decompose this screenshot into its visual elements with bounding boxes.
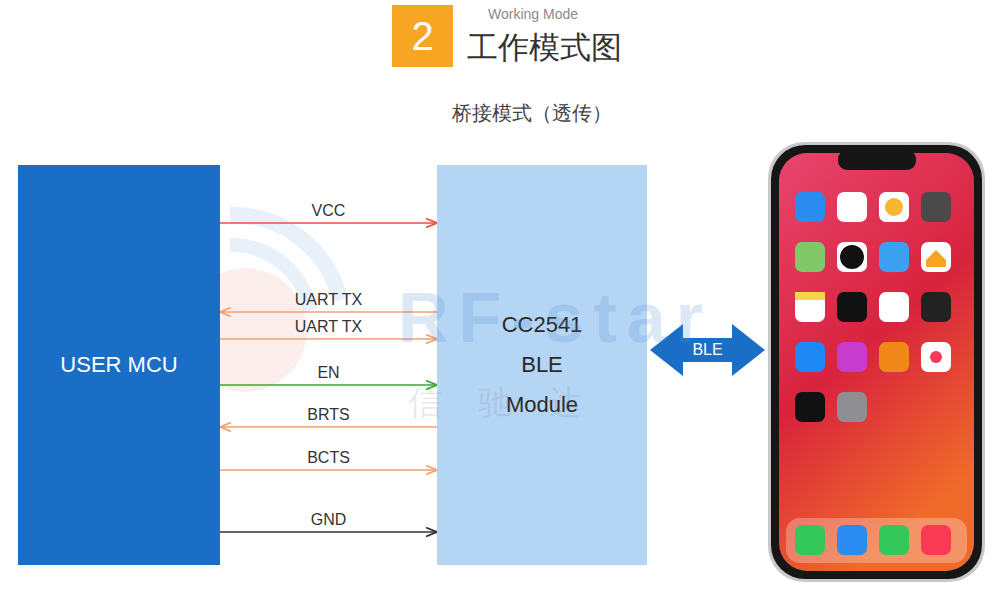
app-icon <box>795 242 825 272</box>
app-icon <box>795 192 825 222</box>
phone-frame <box>768 142 985 582</box>
ble-label: BLE <box>683 340 732 360</box>
app-icon <box>795 392 825 422</box>
app-icon <box>921 525 951 555</box>
app-icon <box>837 292 867 322</box>
phone-frame <box>771 145 982 579</box>
app-icon <box>930 351 942 363</box>
app-icon <box>837 392 867 422</box>
number-badge-text: 2 <box>392 5 453 67</box>
signal-wire <box>220 222 437 224</box>
app-icon <box>921 342 951 372</box>
app-icon <box>879 242 909 272</box>
app-icon <box>795 342 825 372</box>
diagram-title: 工作模式图 <box>467 27 622 69</box>
mcu-box: USER MCU <box>18 165 220 565</box>
signal-label: VCC <box>229 202 429 220</box>
signal-wire <box>220 311 437 313</box>
subtitle-en: Working Mode <box>488 6 578 22</box>
signal-wire <box>220 338 437 340</box>
app-icon <box>795 292 825 322</box>
app-icon <box>795 525 825 555</box>
signal-label: BRTS <box>229 406 429 424</box>
signal-label: UART TX <box>229 318 429 336</box>
signal-wire <box>220 531 437 533</box>
app-icon <box>885 198 903 216</box>
app-icon <box>837 525 867 555</box>
signal-label: UART TX <box>229 291 429 309</box>
watermark-logo <box>230 245 310 310</box>
app-icon <box>837 242 867 272</box>
app-icon <box>840 245 864 269</box>
phone-notch <box>838 150 916 170</box>
app-icon <box>837 342 867 372</box>
module-box: CC2541 BLE Module <box>437 165 647 565</box>
app-icon <box>795 292 825 300</box>
phone-dock <box>786 518 967 563</box>
node-text: CC2541 BLE Module <box>495 305 590 425</box>
app-icon <box>926 250 946 267</box>
app-icon <box>879 342 909 372</box>
app-icon <box>879 192 909 222</box>
signal-label: BCTS <box>229 449 429 467</box>
node-text: USER MCU <box>60 345 177 385</box>
app-icon <box>921 242 951 272</box>
app-icon <box>921 192 951 222</box>
app-icon <box>879 525 909 555</box>
signal-wire <box>220 469 437 471</box>
signal-label: GND <box>229 511 429 529</box>
app-icon <box>921 292 951 322</box>
number-badge <box>392 5 453 67</box>
signal-label: EN <box>229 364 429 382</box>
signal-wire <box>220 426 437 428</box>
mode-subtitle: 桥接模式（透传） <box>382 100 682 127</box>
phone-screen <box>779 153 974 571</box>
app-icon <box>837 192 867 222</box>
app-icon <box>879 292 909 322</box>
signal-wire <box>220 384 437 386</box>
ble-arrow <box>650 324 765 376</box>
